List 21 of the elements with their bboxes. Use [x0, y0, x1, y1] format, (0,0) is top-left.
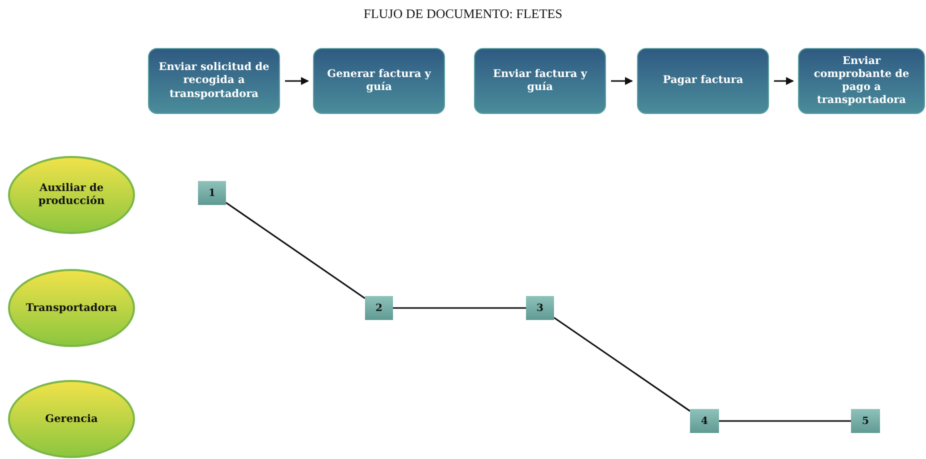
step-marker: 4: [690, 409, 719, 433]
arrow: [285, 77, 309, 85]
connector-line: [554, 316, 690, 412]
step-marker: 1: [198, 181, 226, 205]
connector-line: [226, 202, 366, 300]
lane-ellipse: Auxiliar de producción: [8, 156, 135, 234]
lane-ellipse: Transportadora: [8, 269, 135, 347]
step-marker: 2: [365, 296, 393, 320]
step-marker: 3: [526, 296, 554, 320]
connector-line: [719, 420, 851, 422]
arrow: [774, 77, 794, 85]
process-box: Enviar factura y guía: [474, 48, 606, 114]
lane-ellipse: Gerencia: [8, 380, 135, 458]
step-marker: 5: [851, 409, 880, 433]
process-box: Enviar solicitud de recogida a transportadora: [148, 48, 280, 114]
diagram-title: FLUJO DE DOCUMENTO: FLETES: [362, 6, 564, 22]
process-box: Generar factura y guía: [313, 48, 445, 114]
process-box: Enviar comprobante de pago a transportadora: [798, 48, 925, 114]
arrow: [611, 77, 633, 85]
connector-line: [393, 307, 526, 309]
process-box: Pagar factura: [637, 48, 769, 114]
